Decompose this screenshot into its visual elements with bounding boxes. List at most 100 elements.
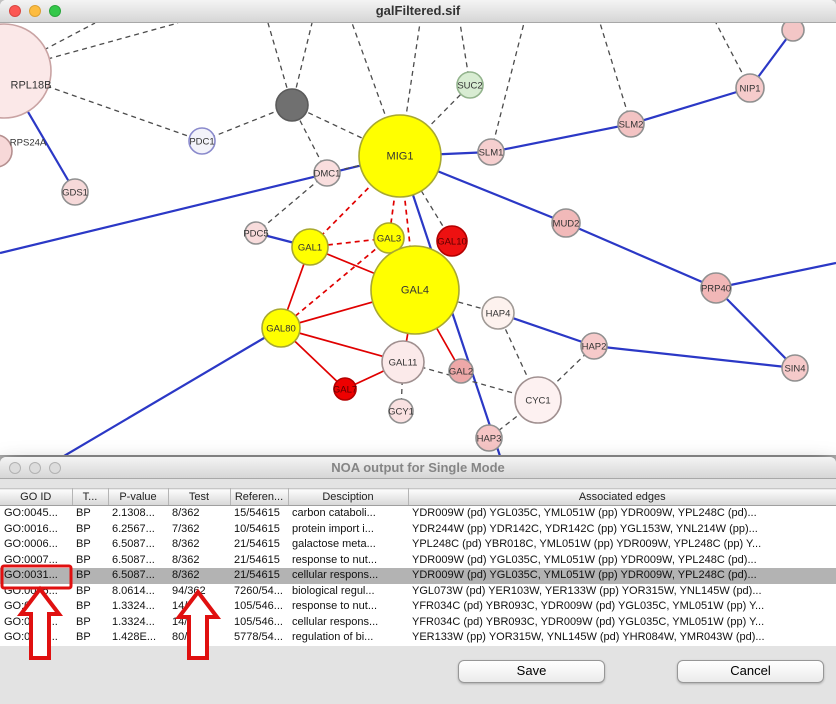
graph-node-gds1[interactable] bbox=[61, 178, 89, 206]
table-cell: YDR244W (pp) YDR142C, YDR142C (pp) YGL15… bbox=[408, 521, 836, 537]
graph-edge-dash[interactable] bbox=[399, 84, 471, 157]
graph-edge-dash[interactable] bbox=[490, 23, 525, 153]
graph-node-slm2[interactable] bbox=[617, 110, 645, 138]
zoom-button[interactable] bbox=[49, 462, 61, 474]
graph-node-gal7[interactable] bbox=[333, 377, 357, 401]
table-cell: 14/362 bbox=[168, 599, 230, 615]
column-header-5[interactable]: Desciption bbox=[288, 488, 409, 506]
graph-edge-dash[interactable] bbox=[3, 70, 203, 142]
graph-edge-blue[interactable] bbox=[715, 287, 796, 369]
graph-node-label-gal3: GAL3 bbox=[377, 234, 401, 245]
graph-node-sin4[interactable] bbox=[781, 354, 809, 382]
table-cell: YGL073W (pd) YER103W, YER133W (pp) YOR31… bbox=[408, 583, 836, 599]
graph-node-gal11[interactable] bbox=[381, 340, 425, 384]
table-cell: YFR034C (pd) YBR093C, YDR009W (pd) YGL03… bbox=[408, 599, 836, 615]
graph-node-gcy1[interactable] bbox=[388, 398, 414, 424]
graph-node-slm1[interactable] bbox=[477, 138, 505, 166]
cancel-button[interactable]: Cancel bbox=[677, 660, 824, 683]
table-cell: 8/362 bbox=[168, 552, 230, 568]
graph-window-titlebar[interactable]: galFiltered.sif bbox=[0, 0, 836, 23]
graph-edge-dash[interactable] bbox=[201, 104, 293, 142]
graph-edge-dash[interactable] bbox=[3, 23, 96, 72]
graph-node-gal3[interactable] bbox=[373, 222, 405, 254]
graph-node-nip1[interactable] bbox=[735, 73, 765, 103]
graph-node-label-slm1: SLM1 bbox=[479, 148, 504, 159]
graph-node-cyc1[interactable] bbox=[514, 376, 562, 424]
graph-edge-blue[interactable] bbox=[497, 311, 595, 348]
graph-node-gal10[interactable] bbox=[436, 225, 468, 257]
column-header-2[interactable]: P-value bbox=[108, 488, 169, 506]
graph-node-mud2[interactable] bbox=[551, 208, 581, 238]
graph-node-gal1[interactable] bbox=[291, 228, 329, 266]
graph-node-gal2[interactable] bbox=[448, 358, 474, 384]
table-cell: 105/546... bbox=[230, 599, 288, 615]
table-cell: 6.5087... bbox=[108, 552, 168, 568]
graph-node-mig1[interactable] bbox=[358, 114, 442, 198]
graph-node-hap4[interactable] bbox=[481, 296, 515, 330]
graph-node-tr1[interactable] bbox=[781, 23, 805, 42]
table-cell: 105/546... bbox=[230, 614, 288, 630]
graph-edge-blue[interactable] bbox=[630, 86, 751, 126]
column-header-4[interactable]: Referen... bbox=[230, 488, 289, 506]
graph-node-dark1[interactable] bbox=[275, 88, 309, 122]
graph-node-prp40[interactable] bbox=[700, 272, 732, 304]
graph-node-label-suc2: SUC2 bbox=[457, 81, 482, 92]
graph-node-gal4[interactable] bbox=[370, 245, 460, 335]
graph-edge-blue[interactable] bbox=[593, 344, 796, 370]
graph-edge-dash[interactable] bbox=[497, 312, 539, 401]
table-cell: 6.5087... bbox=[108, 568, 168, 584]
column-header-0[interactable]: GO ID bbox=[0, 488, 73, 506]
close-button[interactable] bbox=[9, 5, 21, 17]
graph-node-hap2[interactable] bbox=[580, 332, 608, 360]
save-button[interactable]: Save bbox=[458, 660, 605, 683]
graph-edge-blue[interactable] bbox=[565, 221, 717, 290]
table-cell: YDR009W (pd) YGL035C, YML051W (pp) YDR00… bbox=[408, 552, 836, 568]
table-cell: response to nut... bbox=[288, 599, 408, 615]
graph-node-rpl18b[interactable] bbox=[0, 23, 52, 119]
graph-node-label-sin4: SIN4 bbox=[784, 364, 805, 375]
graph-edge-blue[interactable] bbox=[490, 122, 632, 154]
minimize-button[interactable] bbox=[29, 5, 41, 17]
table-cell: 2.1308... bbox=[108, 505, 168, 522]
close-button[interactable] bbox=[9, 462, 21, 474]
table-cell: 8/362 bbox=[168, 537, 230, 553]
graph-edge-reddash[interactable] bbox=[280, 237, 390, 329]
graph-node-label-hap3: HAP3 bbox=[477, 434, 502, 445]
graph-node-suc2[interactable] bbox=[456, 71, 484, 99]
table-cell: 8/362 bbox=[168, 568, 230, 584]
table-cell: galactose meta... bbox=[288, 537, 408, 553]
column-header-1[interactable]: T... bbox=[72, 488, 109, 506]
graph-node-label-gal2: GAL2 bbox=[449, 367, 473, 378]
table-cell: GO:0065... bbox=[0, 583, 72, 599]
graph-node-dmc1[interactable] bbox=[313, 159, 341, 187]
minimize-button[interactable] bbox=[29, 462, 41, 474]
noa-window-titlebar[interactable]: NOA output for Single Mode bbox=[0, 457, 836, 479]
graph-node-pdc1[interactable] bbox=[188, 127, 216, 155]
table-cell: YER133W (pp) YOR315W, YNL145W (pd) YHR08… bbox=[408, 630, 836, 646]
graph-node-label-gal1: GAL1 bbox=[298, 243, 322, 254]
graph-node-hap3[interactable] bbox=[475, 424, 503, 452]
column-header-3[interactable]: Test bbox=[168, 488, 231, 506]
graph-edge-dash[interactable] bbox=[599, 23, 632, 125]
graph-node-rps24a[interactable] bbox=[0, 134, 13, 168]
graph-edge-blue[interactable] bbox=[715, 261, 836, 290]
table-cell: YDR009W (pd) YGL035C, YML051W (pp) YDR00… bbox=[408, 568, 836, 584]
graph-node-gal80[interactable] bbox=[261, 308, 301, 348]
zoom-button[interactable] bbox=[49, 5, 61, 17]
column-header-6[interactable]: Associated edges bbox=[408, 488, 836, 506]
graph-edge-blue[interactable] bbox=[63, 327, 282, 455]
table-cell: 80/362 bbox=[168, 630, 230, 646]
graph-node-pdc5[interactable] bbox=[244, 221, 268, 245]
graph-edge-dash[interactable] bbox=[255, 172, 328, 234]
graph-edge-dash[interactable] bbox=[351, 23, 401, 157]
